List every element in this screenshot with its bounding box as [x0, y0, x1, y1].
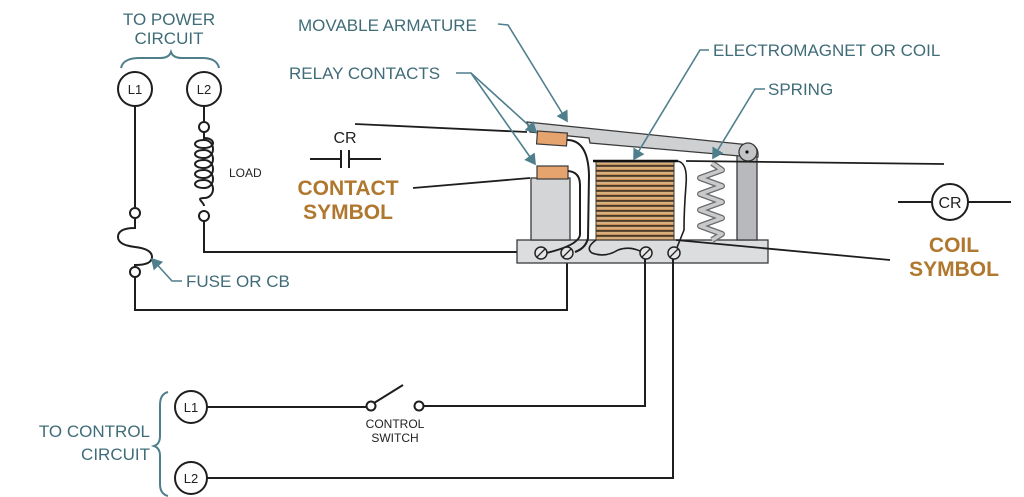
- control-terminal-l2: L2: [174, 461, 208, 495]
- terminal-screw-4: [667, 246, 681, 260]
- control-brace: [150, 391, 169, 497]
- pivot-dot: [745, 150, 749, 154]
- load-label: LOAD: [229, 166, 262, 180]
- terminal-screw-2: [560, 246, 574, 260]
- wire-switch-to-coil: [424, 259, 646, 407]
- svg-text:TO POWER: TO POWER: [123, 10, 215, 29]
- electromagnet-leader: [633, 49, 709, 161]
- contact-lead-wire: [541, 170, 581, 255]
- fuse-icon: [116, 218, 154, 267]
- contact-symbol: CR CONTACT SYMBOL: [297, 130, 398, 224]
- fixed-contact: [536, 165, 569, 180]
- coil-lead-right: [675, 160, 688, 251]
- power-circuit-label: TO POWER CIRCUIT: [120, 10, 220, 69]
- wire-load-to-relay: [203, 221, 540, 253]
- control-switch-label: CONTROL: [366, 417, 425, 431]
- coil-symbol: CR COIL SYMBOL: [898, 183, 1011, 281]
- relay-contacts-label: RELAY CONTACTS: [289, 64, 440, 83]
- power-brace: [120, 48, 220, 69]
- svg-text:SYMBOL: SYMBOL: [909, 258, 999, 281]
- svg-text:L1: L1: [184, 400, 198, 415]
- fuse-leader: [150, 257, 182, 282]
- power-terminal-l2: L2: [186, 71, 222, 107]
- electromagnet-coil: [595, 161, 675, 241]
- control-switch-icon: [365, 384, 425, 412]
- spring-highlight: [698, 161, 724, 242]
- movable-armature-label: MOVABLE ARMATURE: [298, 16, 477, 35]
- svg-text:CR: CR: [938, 195, 961, 212]
- electromagnet-label: ELECTROMAGNET OR COIL: [713, 41, 940, 60]
- coil-lead-left: [588, 239, 646, 256]
- armature-leader: [497, 23, 568, 123]
- load-terminal-top: [198, 121, 210, 133]
- load-coil-icon: [194, 132, 214, 207]
- svg-text:CR: CR: [333, 130, 356, 147]
- contact-symbol-icon: [310, 150, 381, 168]
- svg-text:L2: L2: [184, 471, 198, 486]
- fuse-terminal-top: [129, 207, 141, 219]
- control-switch-label-2: SWITCH: [371, 431, 418, 445]
- terminal-screw-3: [639, 246, 653, 260]
- svg-text:SYMBOL: SYMBOL: [303, 201, 393, 224]
- relay-assembly: [516, 121, 769, 264]
- relay-contacts-leader-upper: [456, 72, 538, 134]
- power-terminal-l1: L1: [117, 71, 153, 107]
- wire-control-l2: [207, 259, 674, 479]
- coil-pointer-line-upper: [685, 160, 945, 165]
- fixed-contact-post: [530, 177, 571, 241]
- coil-pointer-line-lower: [675, 239, 891, 261]
- contact-pointer-line-upper: [354, 123, 528, 133]
- terminal-screw-1: [534, 246, 548, 260]
- control-circuit-label: TO CONTROL CIRCUIT: [39, 391, 169, 497]
- control-terminal-l1: L1: [174, 390, 208, 424]
- load-terminal-bottom: [198, 210, 210, 222]
- svg-text:CONTACT: CONTACT: [297, 177, 398, 200]
- relay-contacts-leader-lower: [470, 72, 536, 166]
- spring-leader: [712, 88, 765, 160]
- pivot-post: [736, 152, 758, 241]
- svg-text:COIL: COIL: [929, 234, 979, 257]
- spring-label: SPRING: [768, 80, 833, 99]
- wire-l1-to-relay: [134, 255, 568, 311]
- contact-pointer-line-lower: [412, 177, 531, 189]
- armature-lead-wire: [566, 139, 591, 253]
- svg-text:TO CONTROL: TO CONTROL: [39, 422, 150, 441]
- fuse-terminal-bottom: [129, 266, 141, 278]
- svg-text:L2: L2: [197, 82, 211, 97]
- svg-text:CIRCUIT: CIRCUIT: [81, 445, 150, 464]
- svg-text:L1: L1: [128, 82, 142, 97]
- moving-contact: [535, 130, 569, 147]
- coil-symbol-icon: [931, 183, 969, 221]
- svg-text:CIRCUIT: CIRCUIT: [135, 29, 204, 48]
- fuse-label: FUSE OR CB: [186, 272, 290, 291]
